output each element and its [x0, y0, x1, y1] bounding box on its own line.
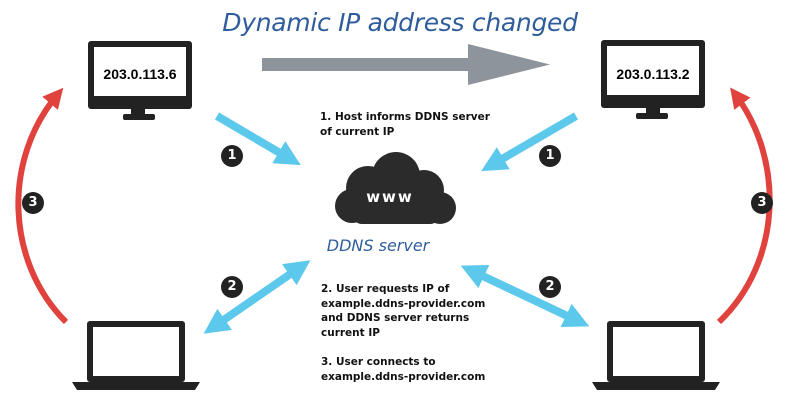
badge-step-3-left: 3: [22, 192, 44, 214]
ip-change-arrow: [262, 44, 550, 85]
left-host-ip: 203.0.113.6: [103, 66, 177, 82]
left-desktop-monitor: [88, 41, 192, 120]
step2-arrow-left: [203, 260, 311, 334]
cloud-www-text: www: [366, 188, 414, 206]
badge-step-3-right: 3: [751, 192, 773, 214]
step2-line: 2. User requests IP of: [321, 283, 450, 295]
left-laptop: [72, 321, 200, 390]
step2-arrow-right: [460, 264, 590, 328]
badge-step-1-right: 1: [539, 145, 561, 167]
diagram-title: Dynamic IP address changed: [222, 8, 578, 37]
badge-step-2-right: 2: [539, 276, 561, 298]
badge-step-1-left: 1: [221, 145, 243, 167]
step3-note: 3. User connects to example.ddns-provide…: [321, 355, 485, 384]
step2-line: and DDNS server returns: [321, 312, 470, 324]
step2-line: example.ddns-provider.com: [321, 297, 486, 310]
step1-arrow-left: [214, 112, 301, 166]
right-host-ip: 203.0.113.2: [616, 66, 690, 82]
cloud-icon: [335, 152, 456, 224]
step2-line: current IP: [321, 326, 380, 339]
step3-line: 3. User connects to: [321, 356, 436, 368]
step2-note: 2. User requests IP of example.ddns-prov…: [321, 282, 485, 340]
step3-arc-left: [15, 87, 69, 325]
badge-step-2-left: 2: [221, 276, 243, 298]
step1-line: 1. Host informs DDNS server: [320, 111, 490, 123]
ddns-server-label: DDNS server: [326, 236, 430, 255]
step1-line: of current IP: [320, 125, 395, 138]
step3-line: example.ddns-provider.com: [321, 370, 486, 383]
right-laptop: [592, 321, 720, 390]
step1-arrow-right: [481, 112, 579, 172]
right-desktop-monitor: [601, 40, 705, 119]
step1-note: 1. Host informs DDNS server of current I…: [320, 110, 490, 139]
